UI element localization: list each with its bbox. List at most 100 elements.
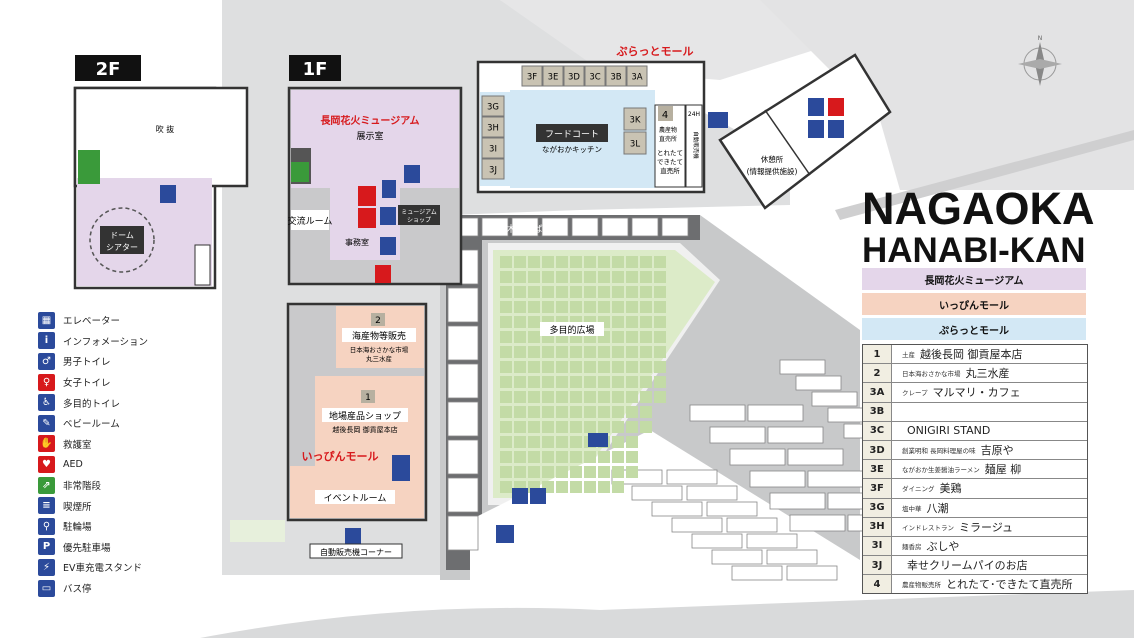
shop-code-label: 3B	[610, 73, 621, 83]
road-south	[200, 590, 1134, 638]
lawn-tile	[542, 256, 554, 268]
toretate-3: 直売所	[660, 166, 680, 175]
lawn-tile	[612, 466, 624, 478]
lawn-tile	[598, 406, 610, 418]
shop-row: 3B	[863, 402, 1087, 422]
shop-code: 3J	[863, 556, 892, 575]
shop-name: 吉原や	[980, 444, 1014, 458]
jiba-sub: 越後長岡 御貢屋本店	[332, 425, 397, 434]
hiroba-box	[540, 322, 604, 336]
legend-item: ✎ベビールーム	[38, 413, 208, 434]
lawn-tile	[514, 346, 526, 358]
bus-stop-icon-lot	[588, 433, 608, 447]
accessible-parking-icon-lot	[530, 488, 546, 504]
lawn-tile	[570, 346, 582, 358]
shop-name: 美鶏	[939, 482, 962, 496]
lawn-tile	[500, 256, 512, 268]
lawn-tile	[612, 361, 624, 373]
shop-code: 3E	[863, 460, 892, 479]
shop-name: 越後長岡 御貢屋本店	[920, 348, 1023, 362]
lawn-tile	[570, 406, 582, 418]
shop-code-label: 3H	[487, 124, 499, 134]
lawn-tile	[500, 271, 512, 283]
lawn-tile	[556, 406, 568, 418]
shop-code-box	[623, 107, 647, 131]
legend-label: エレベーター	[63, 316, 121, 328]
nousan-text-2: 直売所	[659, 135, 677, 143]
shop-category: 農産物販売所	[902, 581, 941, 590]
kaisan-code-badge	[371, 313, 385, 326]
shop-code-box	[481, 158, 505, 180]
svg-text:N: N	[1038, 35, 1043, 42]
aed-1f-icon	[358, 208, 376, 228]
lawn-tile	[528, 346, 540, 358]
emergency-stairs-icon-1f	[291, 162, 309, 182]
lawn-tile	[584, 256, 596, 268]
accessible-toilet-1f-icon	[380, 237, 396, 255]
shop-code-label: 3D	[568, 73, 580, 83]
lawn-tile	[626, 421, 638, 433]
foodcourt-sub: ながおかキッチン	[542, 144, 602, 154]
parking-stall	[447, 477, 479, 513]
rest-building	[718, 53, 892, 210]
lawn-tile	[500, 316, 512, 328]
parking-stall	[779, 359, 826, 375]
shop-code: 1	[863, 345, 892, 364]
bus-stop-icon: ▭	[38, 579, 55, 597]
legend-label: 多目的トイレ	[63, 398, 121, 410]
lawn-tile	[570, 391, 582, 403]
lawn-tile	[626, 256, 638, 268]
first-aid-icon: ✋	[38, 435, 55, 453]
lawn-tile	[514, 436, 526, 448]
rest-label-2: (情報提供施設)	[747, 166, 798, 176]
toretate-1: とれたて	[657, 149, 683, 157]
parking-stall	[447, 325, 479, 361]
lawn-tile	[584, 406, 596, 418]
parking-stall	[787, 448, 844, 466]
lawn-tile	[640, 421, 652, 433]
lawn-tile	[654, 361, 666, 373]
lawn-tile	[570, 451, 582, 463]
parking-stall	[541, 217, 569, 237]
shop-name: 麺屋 柳	[984, 463, 1022, 477]
parking-stall	[601, 217, 629, 237]
lawn-tile	[528, 256, 540, 268]
lawn-tile	[500, 451, 512, 463]
lawn-tile	[654, 256, 666, 268]
shop-code-box	[481, 137, 505, 159]
shop-category: インドレストラン	[902, 523, 954, 532]
mens-toilet-icon: ♂	[38, 352, 55, 370]
legend-label: インフォメーション	[63, 336, 149, 348]
parking-stall	[631, 217, 659, 237]
shop-code: 3H	[863, 517, 892, 536]
lawn-tile	[500, 481, 512, 493]
title-line1: NAGAOKA	[862, 183, 1095, 234]
lawn-tile	[598, 376, 610, 388]
parking-stall	[481, 217, 509, 237]
parking-stall	[671, 517, 723, 533]
parking-stall	[729, 448, 786, 466]
accessible-toilet-icon: ♿	[38, 394, 55, 412]
lawn-tile	[598, 256, 610, 268]
parking-stall	[691, 533, 743, 549]
parking-stall	[811, 391, 858, 407]
shop-code-label: 3I	[489, 145, 497, 155]
shop-code: 3F	[863, 479, 892, 498]
lawn-tile	[500, 376, 512, 388]
ev-charging-icon-lot	[496, 525, 514, 543]
lawn-tile	[654, 301, 666, 313]
lawn-tile	[626, 406, 638, 418]
lawn-tile	[654, 316, 666, 328]
lawn-tile	[612, 346, 624, 358]
lawn-tile	[598, 391, 610, 403]
lawn-tile	[626, 391, 638, 403]
nousan-code-badge	[658, 106, 673, 121]
